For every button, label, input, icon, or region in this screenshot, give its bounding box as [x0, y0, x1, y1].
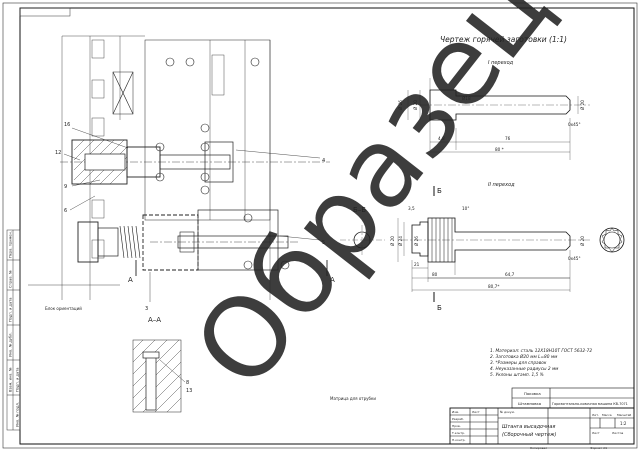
section-a-right: А	[330, 276, 335, 284]
note-line: 4. Неуказанные радиусы 2 мм	[490, 366, 559, 372]
side-stamp-text: Перв. примен.	[9, 231, 13, 258]
dim-label: 76	[505, 136, 511, 141]
assembly-drawing	[28, 35, 385, 413]
section-aa-label: А–А	[148, 316, 161, 324]
section-a-left: А	[128, 276, 133, 284]
section-mark-bottom: Б	[437, 304, 442, 312]
stamp-scale-value: 1:2	[620, 421, 627, 426]
dim-label: Ø 20	[580, 100, 585, 110]
dim-label: Ø18	[462, 96, 471, 101]
dim-label: 0x45°	[568, 256, 581, 261]
side-stamp-text: Инв. № дубл.	[9, 332, 13, 357]
note-line: 2. Заготовка Ø20 мм L=80 мм	[490, 353, 558, 360]
side-stamp	[6, 229, 21, 431]
note-line: 3. *Размеры для справок	[490, 360, 547, 366]
item-label: 3	[145, 306, 148, 312]
side-stamp-text: Подп. и дата	[9, 298, 13, 322]
stamp-litera: Лит.	[592, 413, 599, 417]
stamp-sheets: Листов	[612, 431, 623, 435]
dim-label: 4,8	[438, 136, 445, 141]
dim-label: Ø 24	[398, 236, 403, 246]
section-bb-label: Б–Б	[353, 206, 366, 214]
dim-label: Ø 26	[398, 100, 403, 110]
stamp-field: Лист	[472, 410, 480, 414]
stamp-field: Пров.	[452, 424, 461, 428]
stamp-sheet: Лист	[592, 431, 600, 435]
transition-2-label: II переход	[488, 182, 515, 188]
note-line: 1. Материал: сталь 12Х18Н10Т ГОСТ 5632-7…	[490, 348, 592, 354]
item-label: 4	[322, 158, 325, 164]
item-label: 16	[64, 122, 70, 128]
stamp-copy: Копировал	[530, 446, 547, 450]
item-label: 8	[186, 380, 189, 386]
title-block	[449, 387, 635, 445]
transition-1-label: I переход	[488, 60, 514, 66]
stamp-field: Т.контр.	[451, 431, 465, 435]
dim-label: Ø 20	[413, 100, 418, 110]
stamp-scale: Масштаб	[617, 413, 631, 417]
stamp-machine: Горизонтально-ковочная машина КВ-7071	[552, 402, 628, 406]
section-mark-top: Б	[437, 187, 442, 195]
item-label: 6	[64, 208, 67, 214]
stamp-part-title: Штанга высадочная	[502, 424, 555, 430]
stamp-field: № докум.	[500, 410, 515, 414]
side-stamp-text: Подп. и дата	[15, 368, 19, 392]
stamp-field: Разраб.	[452, 417, 464, 421]
top-left-code-box	[19, 7, 71, 17]
drawing-title: Чертеж горячей заготовки (1:1)	[440, 35, 567, 44]
item-label: 9	[64, 184, 67, 190]
dim-label: 10°	[462, 206, 469, 211]
stamp-field: Н.контр.	[452, 438, 465, 442]
blank-transition-1	[407, 78, 590, 160]
die-label: Матрица для отрубки	[330, 396, 376, 401]
stamp-upper-1: Поковка	[524, 391, 541, 396]
dim-label: Ø 26	[414, 236, 419, 246]
dim-label: 64,7	[505, 272, 515, 277]
stamp-part-subtitle: (Сборочный чертеж)	[502, 432, 557, 438]
blank-transition-2	[397, 186, 625, 302]
stamp-field: Изм.	[452, 410, 459, 414]
machine-block-label: Блок ориентаций	[45, 306, 82, 311]
dim-label: Ø 20	[580, 236, 585, 246]
dim-label: 80	[432, 272, 438, 277]
side-stamp-text: Инв. № подл.	[15, 402, 19, 427]
dim-label: 3,5	[408, 206, 415, 211]
dim-label: Ø 20	[390, 236, 395, 246]
item-label: 12	[55, 150, 61, 156]
inner-frame	[19, 7, 635, 445]
note-line: 5. Уклоны штамп. 1,5 %	[490, 372, 544, 378]
dim-label: 21	[414, 262, 420, 267]
stamp-mass: Масса	[602, 413, 612, 417]
stamp-upper-2: Штамповка	[518, 401, 541, 406]
dim-label: 0x45°	[568, 122, 581, 127]
item-label: 13	[186, 388, 192, 394]
dim-label: 80,7*	[488, 284, 499, 289]
stamp-format: Формат А1	[590, 446, 607, 450]
side-stamp-text: Взам. инв. №	[9, 367, 13, 392]
dim-label: 80 *	[495, 147, 504, 152]
side-stamp-text: Справ. №	[9, 270, 13, 288]
item-label: 5	[322, 240, 325, 246]
